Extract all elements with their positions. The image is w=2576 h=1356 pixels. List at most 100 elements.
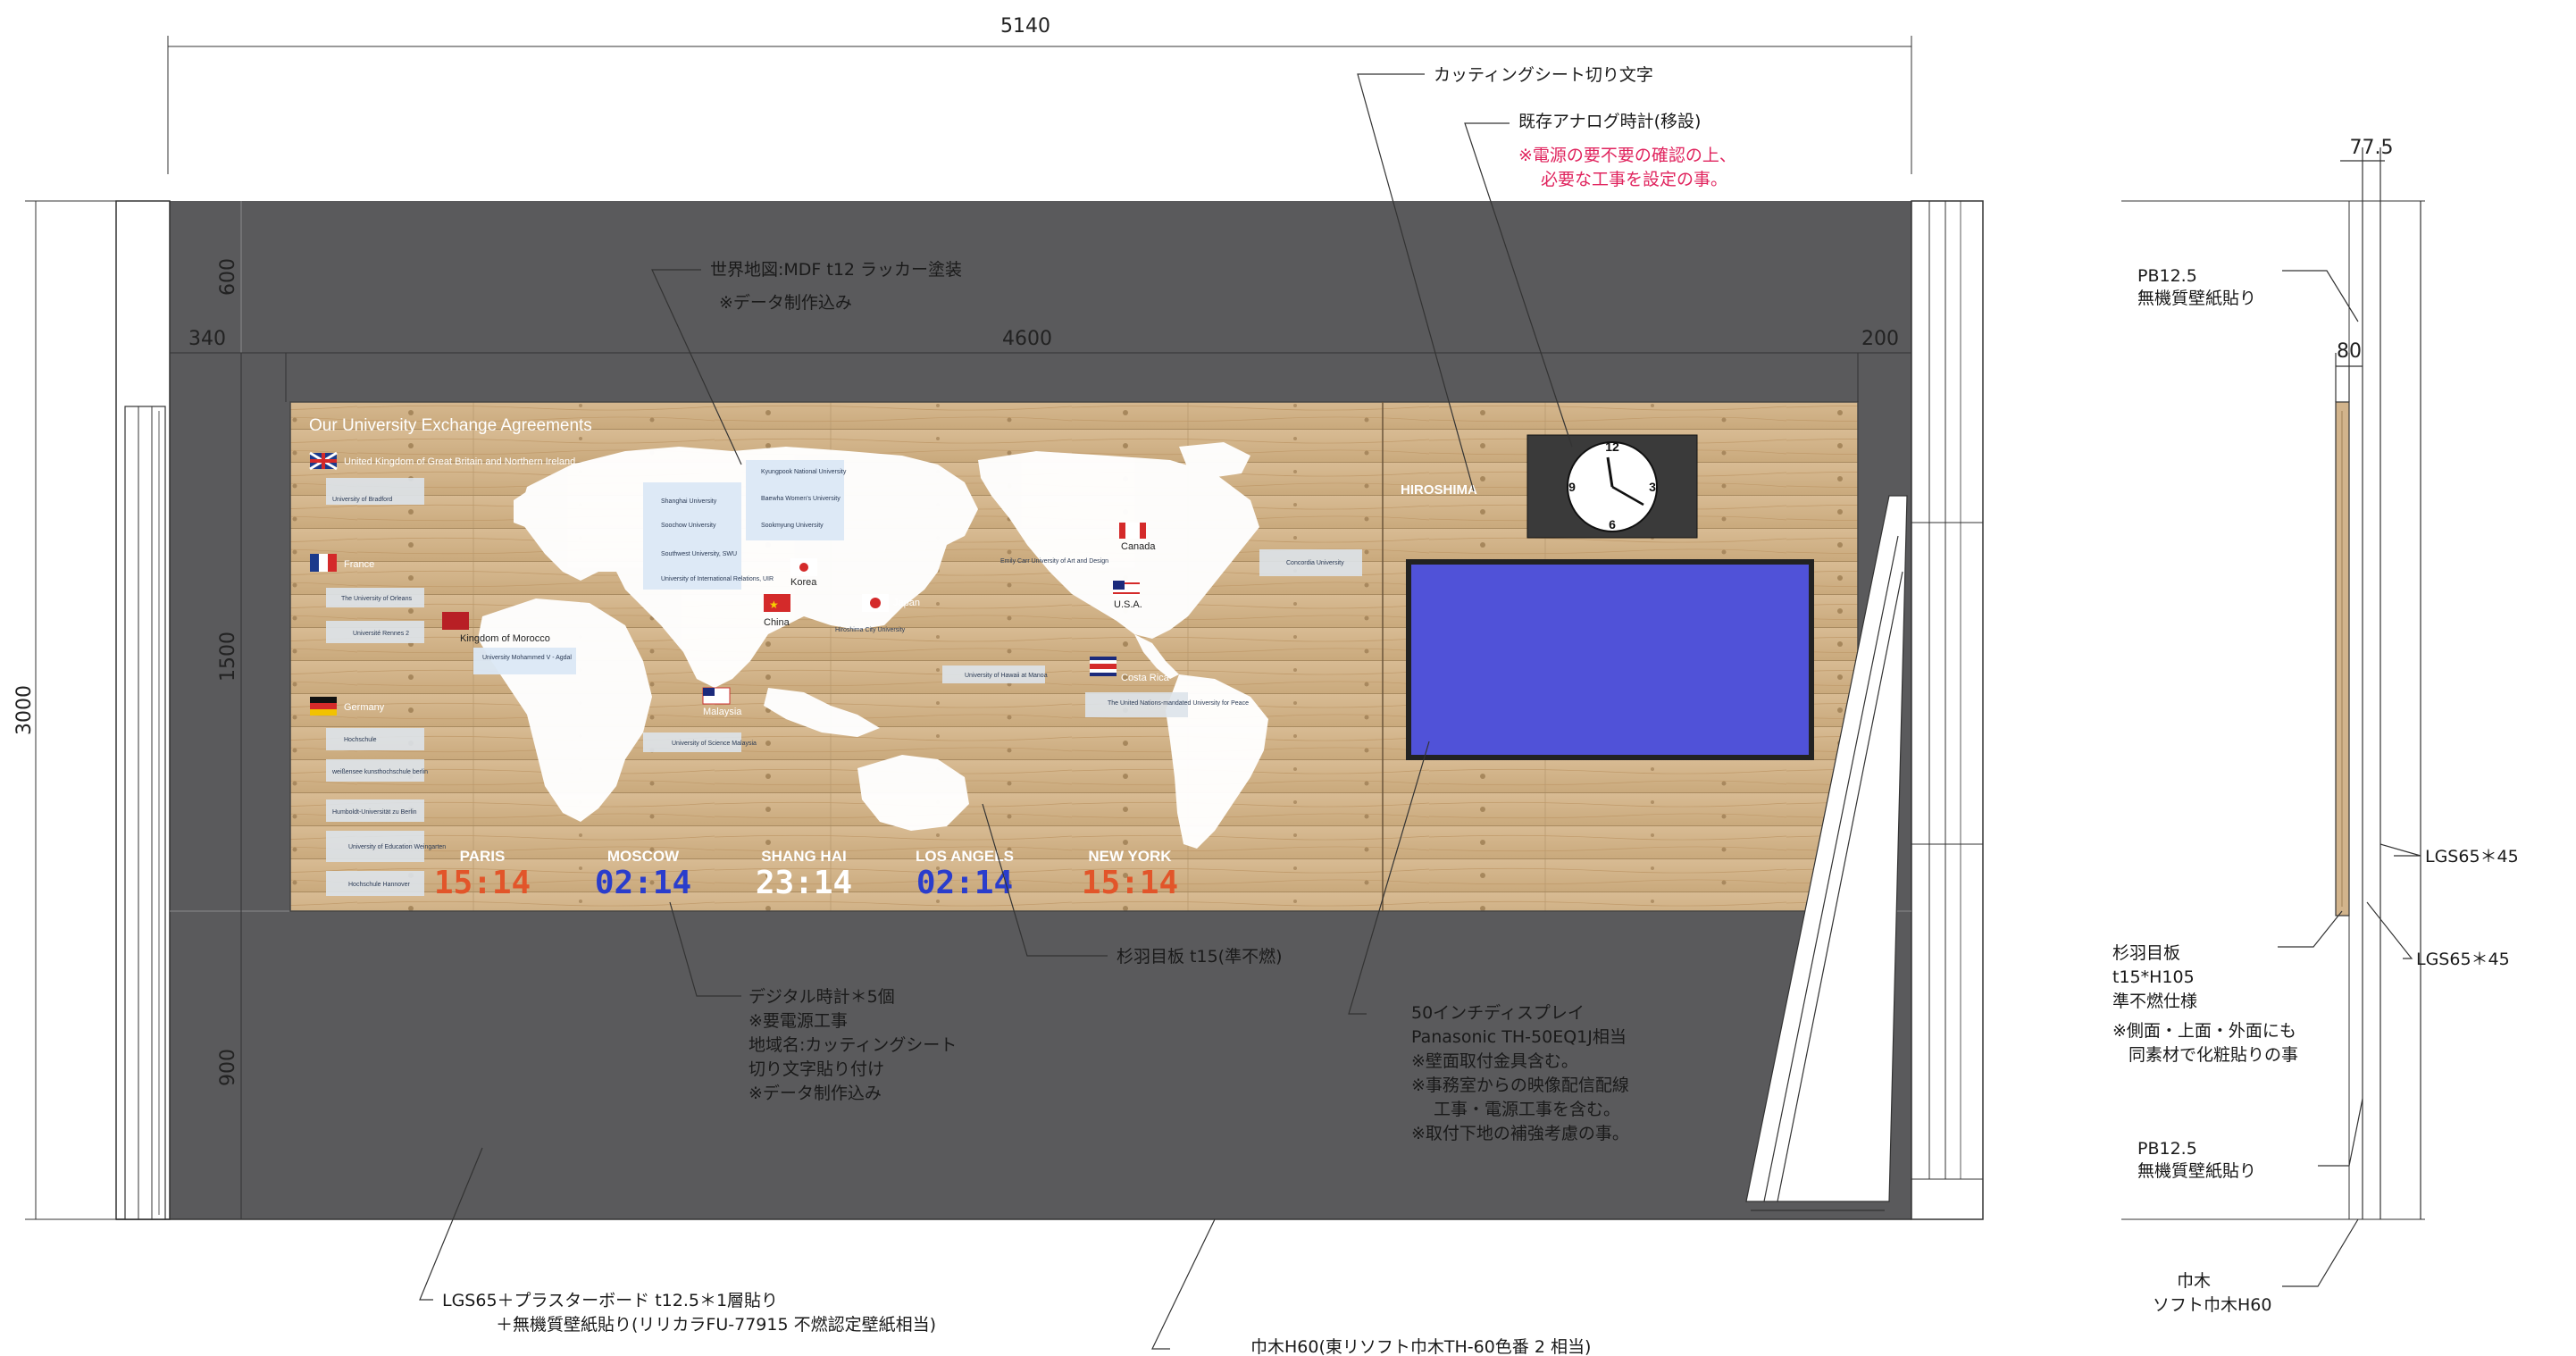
dim-top-height: 600 xyxy=(217,258,239,296)
note-analog-clock: 既存アナログ時計(移設) xyxy=(1518,112,1701,131)
digital-clock-new-york: NEW YORK 15:14 xyxy=(1082,848,1178,901)
svg-text:MOSCOW: MOSCOW xyxy=(607,848,680,865)
svg-text:9: 9 xyxy=(1568,480,1576,494)
svg-text:France: France xyxy=(344,559,374,570)
svg-text:United Kingdom of Great Britai: United Kingdom of Great Britain and Nort… xyxy=(344,456,575,467)
svg-text:University of Science Malaysia: University of Science Malaysia xyxy=(672,741,757,747)
side-bracket xyxy=(1745,495,1908,1211)
svg-text:Kyungpook National University: Kyungpook National University xyxy=(761,469,847,475)
note-pb-top-1: PB12.5 xyxy=(2137,266,2197,286)
note-display-5: 工事・電源工事を含む。 xyxy=(1434,1100,1620,1119)
note-power-1: ※電源の要不要の確認の上、 xyxy=(1518,146,1736,165)
svg-text:SHANG HAI: SHANG HAI xyxy=(761,848,846,865)
note-digital-4: 切り文字貼り付け xyxy=(749,1059,884,1079)
svg-text:Japan: Japan xyxy=(893,598,920,608)
note-cedar-side-4: ※側面・上面・外面にも xyxy=(2112,1021,2296,1041)
svg-text:15:14: 15:14 xyxy=(434,865,531,901)
svg-text:15:14: 15:14 xyxy=(1082,865,1178,901)
svg-text:University of International Re: University of International Relations, U… xyxy=(661,576,774,582)
dim-side-depth: 77.5 xyxy=(2350,137,2394,159)
digital-clock-los-angeles: LOS ANGELS 02:14 xyxy=(916,848,1014,901)
svg-text:6: 6 xyxy=(1609,517,1616,532)
note-digital-3: 地域名:カッティングシート xyxy=(749,1035,957,1055)
note-cutting-sheet: カッティングシート切り文字 xyxy=(1434,65,1653,85)
note-baseboard: 巾木H60(東リソフト巾木TH-60色番 2 相当) xyxy=(1250,1337,1591,1356)
svg-text:Hochschule: Hochschule xyxy=(344,737,377,743)
svg-text:Université Rennes 2: Université Rennes 2 xyxy=(353,631,409,637)
dimension-lines xyxy=(25,36,1912,1220)
world-map xyxy=(478,442,1268,849)
dim-panel-height: 1500 xyxy=(217,632,239,682)
svg-text:02:14: 02:14 xyxy=(916,865,1013,901)
dim-left-margin: 340 xyxy=(188,328,226,350)
note-digital-2: ※要電源工事 xyxy=(749,1011,848,1031)
digital-clock-paris: PARIS 15:14 xyxy=(434,848,531,901)
note-display-6: ※取付下地の補強考慮の事。 xyxy=(1411,1124,1629,1143)
svg-text:University of Hawaii at Manoa: University of Hawaii at Manoa xyxy=(965,673,1048,679)
note-lgs-right-2: LGS65＊45 xyxy=(2416,950,2510,969)
note-lgs-board-1: LGS65＋プラスターボード t12.5＊1層貼り xyxy=(442,1291,778,1310)
svg-text:Malaysia: Malaysia xyxy=(703,707,742,717)
note-lgs-board-2: ＋無機質壁紙貼り(リリカラFU-77915 不燃認定壁紙相当) xyxy=(496,1315,936,1335)
note-baseboard-side-2: ソフト巾木H60 xyxy=(2153,1295,2271,1315)
svg-text:Southwest University, SWU: Southwest University, SWU xyxy=(661,551,737,557)
note-pb-top-2: 無機質壁紙貼り xyxy=(2137,289,2256,308)
note-lgs-right-1: LGS65＊45 xyxy=(2425,847,2519,866)
digital-clocks: PARIS 15:14 MOSCOW 02:14 SHANG HAI 23:14… xyxy=(434,848,1178,901)
svg-text:University Mohammed V - Agdal: University Mohammed V - Agdal xyxy=(482,655,572,661)
note-world-map-2: ※データ制作込み xyxy=(719,293,852,313)
svg-text:★: ★ xyxy=(769,598,779,611)
callout-leaders xyxy=(419,73,1573,1350)
note-cedar-side-3: 準不燃仕様 xyxy=(2112,992,2197,1011)
country-flags: ★ xyxy=(309,451,1146,716)
university-cards: University of Bradford The University of… xyxy=(326,460,1362,896)
dim-right-margin: 200 xyxy=(1861,328,1899,350)
svg-text:Shanghai University: Shanghai University xyxy=(661,498,717,505)
hiroshima-label: HIROSHIMA xyxy=(1401,482,1477,498)
svg-text:12: 12 xyxy=(1605,439,1619,454)
svg-text:Costa Rica: Costa Rica xyxy=(1121,673,1170,683)
svg-text:23:14: 23:14 xyxy=(756,865,852,901)
svg-text:Germany: Germany xyxy=(344,702,385,713)
svg-text:02:14: 02:14 xyxy=(595,865,691,901)
svg-text:LOS ANGELS: LOS ANGELS xyxy=(916,848,1014,865)
country-labels: United Kingdom of Great Britain and Nort… xyxy=(344,456,1170,717)
digital-clock-moscow: MOSCOW 02:14 xyxy=(595,848,691,901)
note-cedar-side-1: 杉羽目板 xyxy=(2112,943,2180,963)
note-display-3: ※壁面取付金具含む。 xyxy=(1411,1051,1578,1071)
svg-text:Hochschule Hannover: Hochschule Hannover xyxy=(348,882,411,888)
svg-text:Kingdom of Morocco: Kingdom of Morocco xyxy=(460,633,550,644)
note-display-2: Panasonic TH-50EQ1J相当 xyxy=(1411,1027,1627,1047)
svg-text:Soochow University: Soochow University xyxy=(661,523,716,529)
dim-map-width: 4600 xyxy=(1002,328,1052,350)
digital-clock-shanghai: SHANG HAI 23:14 xyxy=(756,848,852,901)
svg-text:PARIS: PARIS xyxy=(460,848,506,865)
svg-text:3: 3 xyxy=(1649,480,1656,494)
svg-text:NEW YORK: NEW YORK xyxy=(1088,848,1172,865)
svg-text:The United Nations-mandated Un: The United Nations-mandated University f… xyxy=(1108,700,1249,707)
dim-total-width: 5140 xyxy=(1000,15,1050,38)
note-display-1: 50インチディスプレイ xyxy=(1411,1003,1585,1023)
note-digital-1: デジタル時計＊5個 xyxy=(749,987,895,1007)
panel-title: Our University Exchange Agreements xyxy=(309,416,592,435)
note-cedar-side-5: 同素材で化粧貼りの事 xyxy=(2129,1045,2298,1065)
svg-text:Concordia University: Concordia University xyxy=(1286,560,1344,566)
note-cedar-side-2: t15*H105 xyxy=(2112,967,2195,987)
display-screen xyxy=(1406,559,1814,760)
svg-text:Korea: Korea xyxy=(790,577,817,588)
right-jamb xyxy=(1911,200,1984,1220)
dim-side-offset: 80 xyxy=(2337,340,2362,363)
svg-text:Sookmyung University: Sookmyung University xyxy=(761,523,824,529)
dim-total-height: 3000 xyxy=(13,685,36,735)
svg-text:University of Education Weinga: University of Education Weingarten xyxy=(348,844,446,850)
note-cedar: 杉羽目板 t15(準不燃) xyxy=(1117,947,1283,967)
svg-text:University of Bradford: University of Bradford xyxy=(332,497,392,503)
svg-text:Canada: Canada xyxy=(1121,541,1156,552)
svg-text:U.S.A.: U.S.A. xyxy=(1114,599,1142,610)
note-world-map-1: 世界地図:MDF t12 ラッカー塗装 xyxy=(710,259,962,280)
dim-bottom-height: 900 xyxy=(217,1049,239,1086)
analog-clock: 12 3 6 9 xyxy=(1526,434,1698,539)
svg-text:Hiroshima City University: Hiroshima City University xyxy=(835,627,906,633)
svg-text:Emily Carr University of Art a: Emily Carr University of Art and Design xyxy=(1000,558,1108,565)
